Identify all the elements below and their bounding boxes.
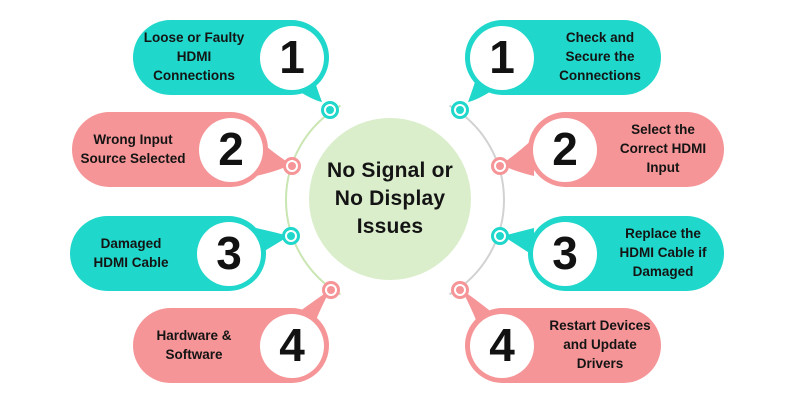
ring-marker-right-2: [491, 157, 509, 175]
solution-label-3: Replace the HDMI Cable if Damaged: [619, 226, 707, 279]
solution-label-4: Restart Devices and Update Drivers: [549, 318, 651, 371]
cause-number-3: 3: [216, 226, 242, 279]
cause-number-circle-2: 2: [199, 117, 263, 182]
cause-label-1: Loose or Faulty HDMI Connections: [143, 30, 245, 83]
ring-marker-dot: [288, 162, 296, 170]
ring-marker-dot: [326, 106, 334, 114]
cause-number-1: 1: [279, 30, 305, 83]
cause-bubble-1: Loose or Faulty HDMI Connections 1: [133, 20, 329, 95]
solution-number-circle-4: 4: [470, 313, 534, 378]
solution-label-1: Check and Secure the Connections: [559, 30, 641, 83]
cause-label-4: Hardware & Software: [156, 327, 232, 362]
ring-marker-left-3: [282, 227, 300, 245]
cause-bubble-3: Damaged HDMI Cable 3: [70, 216, 266, 291]
arc-left: [285, 104, 342, 296]
solution-number-4: 4: [489, 318, 515, 371]
cause-bubble-2: Wrong Input Source Selected 2: [72, 112, 268, 187]
solution-label-2: Select the Correct HDMI Input: [619, 122, 707, 175]
ring-marker-dot: [287, 232, 295, 240]
ring-marker-right-3: [491, 227, 509, 245]
bubble-tail-right-2: [501, 138, 534, 176]
solution-number-2: 2: [552, 122, 578, 175]
ring-marker-right-1: [451, 101, 469, 119]
cause-number-2: 2: [218, 122, 244, 175]
ring-marker-dot: [496, 232, 504, 240]
solution-number-circle-3: 3: [533, 221, 597, 286]
solution-number-3: 3: [552, 226, 578, 279]
center-topic-title: No Signal or No Display Issues: [326, 159, 454, 238]
cause-number-circle-1: 1: [260, 25, 324, 90]
ring-marker-left-2: [283, 157, 301, 175]
ring-marker-left-1: [321, 101, 339, 119]
bubble-tail-right-3: [503, 228, 534, 256]
ring-marker-dot: [456, 106, 464, 114]
solution-number-circle-2: 2: [533, 117, 597, 182]
cause-number-4: 4: [279, 318, 305, 371]
ring-marker-left-4: [322, 281, 340, 299]
ring-marker-right-4: [451, 281, 469, 299]
cause-number-circle-4: 4: [260, 313, 324, 378]
ring-marker-dot: [496, 162, 504, 170]
cause-label-2: Wrong Input Source Selected: [80, 131, 186, 166]
solution-number-circle-1: 1: [470, 25, 534, 90]
solution-bubble-4: 4 Restart Devices and Update Drivers: [465, 308, 661, 383]
center-topic-circle: No Signal or No Display Issues: [309, 118, 471, 280]
ring-marker-dot: [456, 286, 464, 294]
arc-right: [448, 104, 505, 296]
cause-bubble-4: Hardware & Software 4: [133, 308, 329, 383]
ring-marker-dot: [327, 286, 335, 294]
solution-bubble-3: 3 Replace the HDMI Cable if Damaged: [528, 216, 724, 291]
solution-number-1: 1: [489, 30, 515, 83]
solution-bubble-1: 1 Check and Secure the Connections: [465, 20, 661, 95]
cause-number-circle-3: 3: [197, 221, 261, 286]
solution-bubble-2: 2 Select the Correct HDMI Input: [528, 112, 724, 187]
cause-label-3: Damaged HDMI Cable: [93, 235, 169, 270]
